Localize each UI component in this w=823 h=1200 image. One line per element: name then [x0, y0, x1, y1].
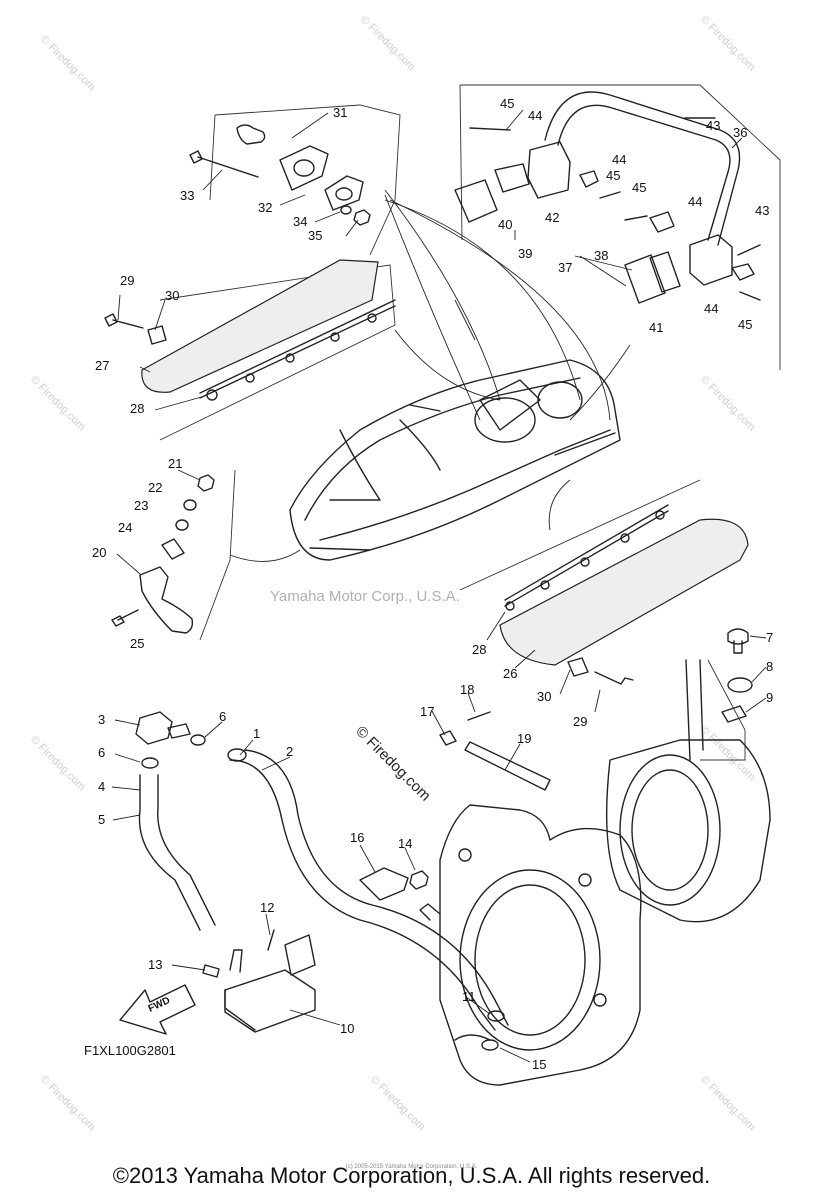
- callout-31: 31: [333, 105, 347, 120]
- callout-36: 36: [733, 125, 747, 140]
- callout-44-c: 44: [688, 194, 702, 209]
- top-right-handle-group: [454, 84, 781, 370]
- watermark-tile: © Firedog.com: [28, 734, 88, 794]
- fwd-label: FWD: [147, 995, 172, 1015]
- top-left-bracket-group: [189, 104, 401, 256]
- callout-9: 9: [766, 690, 773, 705]
- callout-12: 12: [260, 900, 274, 915]
- callout-27: 27: [95, 358, 109, 373]
- callout-3: 3: [98, 712, 105, 727]
- callout-11: 11: [462, 989, 476, 1004]
- watermark-tile: © Firedog.com: [368, 1074, 428, 1134]
- callout-45-b: 45: [606, 168, 620, 183]
- callout-37: 37: [558, 260, 572, 275]
- callout-24: 24: [118, 520, 132, 535]
- callout-44-d: 44: [704, 301, 718, 316]
- callout-28-a: 28: [130, 401, 144, 416]
- watermark-tile: © Firedog.com: [698, 374, 758, 434]
- left-linkage-group: [111, 469, 236, 641]
- callout-15: 15: [532, 1057, 546, 1072]
- diagram-code: F1XL100G2801: [84, 1043, 176, 1058]
- callout-35: 35: [308, 228, 322, 243]
- watermark-tile: © Firedog.com: [358, 14, 418, 74]
- hose-assembly-group: FWD: [119, 711, 509, 1035]
- watermark-tile: © Firedog.com: [698, 724, 758, 784]
- callout-32: 32: [258, 200, 272, 215]
- callout-23: 23: [134, 498, 148, 513]
- callout-22: 22: [148, 480, 162, 495]
- callout-45-a: 45: [500, 96, 514, 111]
- callout-13: 13: [148, 957, 162, 972]
- callout-40: 40: [498, 217, 512, 232]
- callout-44-a: 44: [528, 108, 542, 123]
- callout-18: 18: [460, 682, 474, 697]
- callout-45-c: 45: [632, 180, 646, 195]
- watermark-tile: © Firedog.com: [698, 14, 758, 74]
- callout-20: 20: [92, 545, 106, 560]
- callout-42: 42: [545, 210, 559, 225]
- callout-39: 39: [518, 246, 532, 261]
- footer-copyright: ©2013 Yamaha Motor Corporation, U.S.A. A…: [112, 1163, 711, 1188]
- callout-1: 1: [253, 726, 260, 741]
- callout-30-a: 30: [165, 288, 179, 303]
- callout-17: 17: [420, 704, 434, 719]
- callout-14: 14: [398, 836, 412, 851]
- center-watermark: Yamaha Motor Corp., U.S.A.: [270, 588, 460, 605]
- watermark-tile: © Firedog.com: [28, 374, 88, 434]
- callout-4: 4: [98, 779, 105, 794]
- callout-43-b: 43: [755, 203, 769, 218]
- left-sponson-group: [104, 259, 396, 441]
- callout-25: 25: [130, 636, 144, 651]
- leader-lines: [111, 109, 767, 1063]
- callout-16: 16: [350, 830, 364, 845]
- callout-2: 2: [286, 744, 293, 759]
- watermark-tile: © Firedog.com: [698, 1074, 758, 1134]
- pump-housing-group: [359, 659, 771, 1086]
- callout-34: 34: [293, 214, 307, 229]
- callout-26: 26: [503, 666, 517, 681]
- watermark-tile: © Firedog.com: [38, 34, 98, 94]
- right-sponson-group: [459, 479, 749, 685]
- callout-33: 33: [180, 188, 194, 203]
- callout-38: 38: [594, 248, 608, 263]
- callout-28-b: 28: [472, 642, 486, 657]
- callout-43-a: 43: [706, 118, 720, 133]
- callout-29-a: 29: [120, 273, 134, 288]
- callout-numbers: 31 33 32 34 35 45 44 43 36 44 45 45 44 4…: [84, 96, 773, 1072]
- callout-44-b: 44: [612, 152, 626, 167]
- callout-45-d: 45: [738, 317, 752, 332]
- callout-10: 10: [340, 1021, 354, 1036]
- callout-29-b: 29: [573, 714, 587, 729]
- watermark-tile: © Firedog.com: [38, 1074, 98, 1134]
- watercraft-body: [229, 189, 631, 562]
- callout-21: 21: [168, 456, 182, 471]
- callout-5: 5: [98, 812, 105, 827]
- callout-41: 41: [649, 320, 663, 335]
- callout-7: 7: [766, 630, 773, 645]
- callout-8: 8: [766, 659, 773, 674]
- footer-small-copyright: (c) 2005-2015 Yamaha Motor Corporation, …: [345, 1164, 478, 1170]
- site-watermark: © Firedog.com: [352, 723, 434, 805]
- callout-6-b: 6: [98, 745, 105, 760]
- callout-30-b: 30: [537, 689, 551, 704]
- callout-19: 19: [517, 731, 531, 746]
- callout-6-a: 6: [219, 709, 226, 724]
